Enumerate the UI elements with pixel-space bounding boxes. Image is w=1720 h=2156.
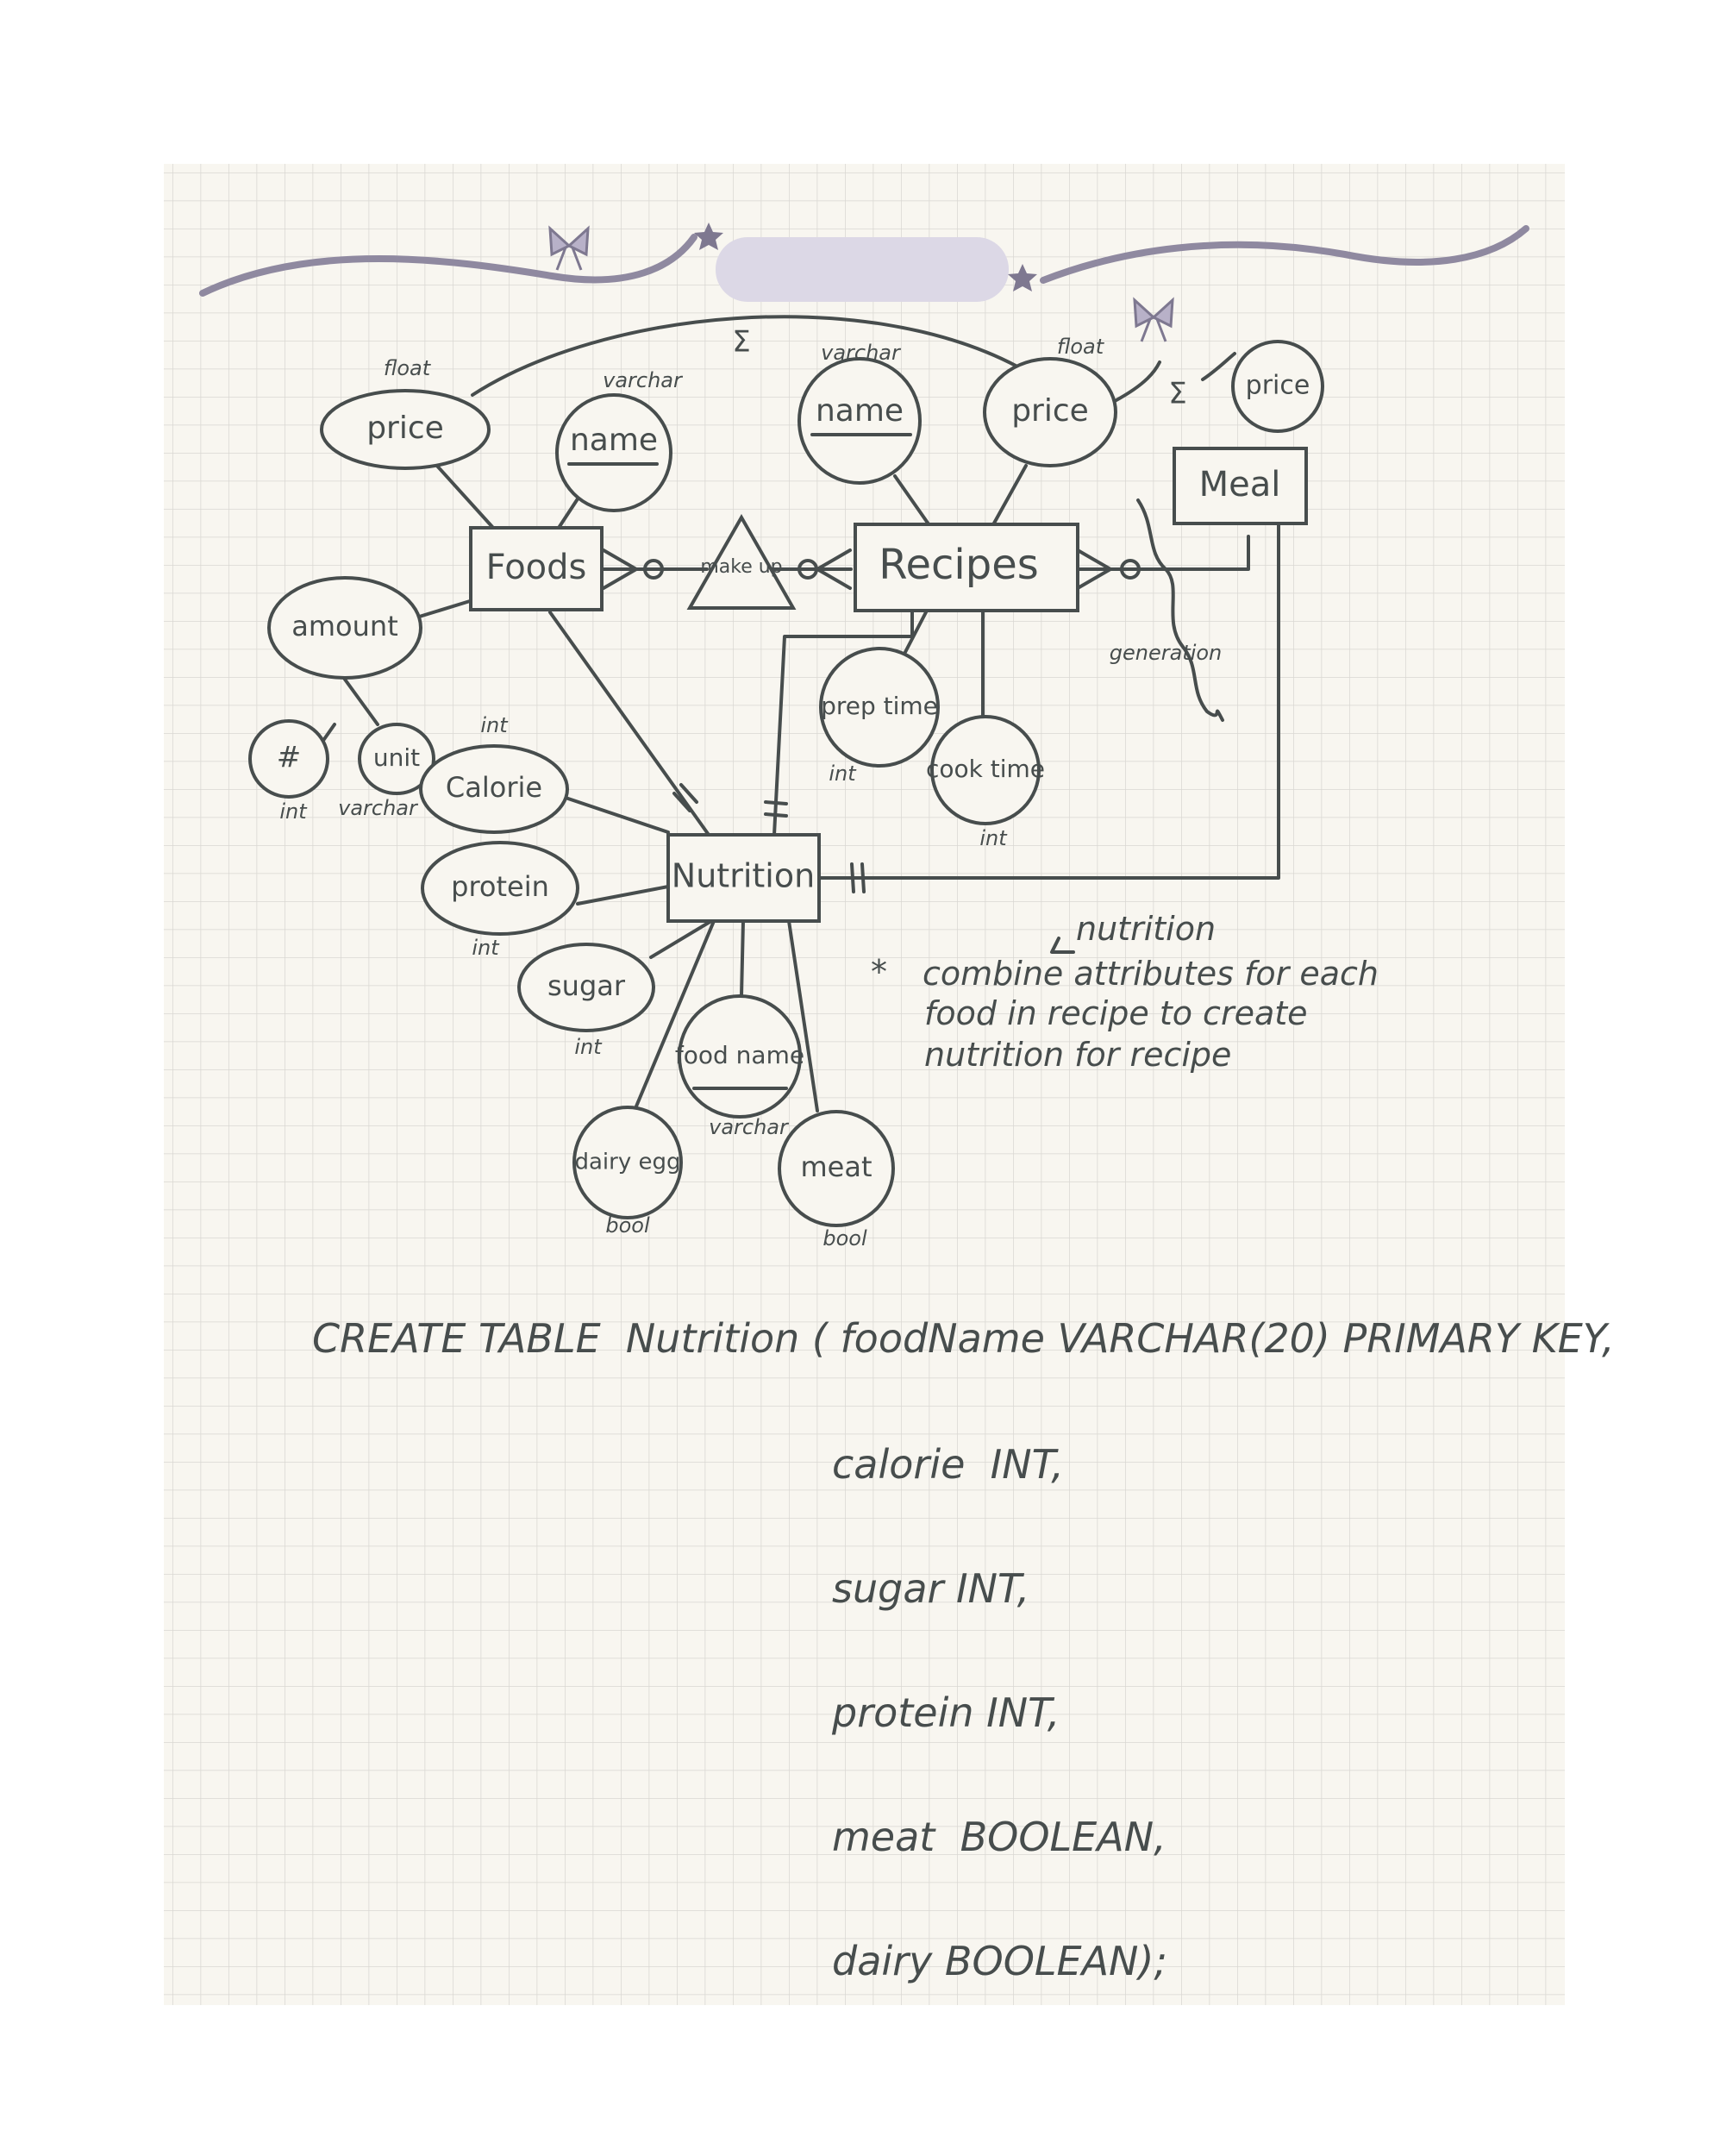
attribute-foods-name: name xyxy=(555,393,672,512)
header-decoration xyxy=(199,222,1529,342)
attribute-meat: meat xyxy=(778,1110,895,1227)
sigma-symbol: Σ xyxy=(732,325,750,360)
sql-column: meat BOOLEAN, xyxy=(832,1814,1166,1860)
entity-nutrition[interactable]: Nutrition xyxy=(666,833,821,923)
type-label: int xyxy=(279,799,308,824)
sql-column: protein INT, xyxy=(832,1689,1060,1736)
note-line: nutrition for recipe xyxy=(924,1036,1231,1074)
entity-meal[interactable]: Meal xyxy=(1173,447,1308,525)
attribute-food-name: food name xyxy=(675,994,804,1119)
attribute-sugar: sugar xyxy=(517,943,655,1032)
entity-foods[interactable]: Foods xyxy=(469,526,604,611)
attribute-dairy-egg: dairy egg xyxy=(572,1106,683,1219)
type-label: int xyxy=(472,936,500,960)
type-label: varchar xyxy=(603,368,684,392)
type-label: varchar xyxy=(338,796,419,820)
sql-column: calorie INT, xyxy=(832,1441,1064,1488)
attribute-recipes-price: price xyxy=(983,357,1117,467)
svg-text:Nutrition: Nutrition xyxy=(672,857,815,895)
attribute-protein: protein xyxy=(421,841,579,936)
bow-icon xyxy=(548,225,590,271)
generation-label: generation xyxy=(1110,641,1223,665)
svg-text:prep time: prep time xyxy=(821,692,938,720)
generation-divider xyxy=(1136,498,1224,722)
attribute-prep-time: prep time xyxy=(819,647,940,768)
svg-text:#: # xyxy=(277,741,302,775)
attribute-cook-time: cook time xyxy=(926,715,1045,825)
svg-text:Foods: Foods xyxy=(486,548,587,587)
attribute-amount-number: # xyxy=(248,719,329,799)
cardinality-marks xyxy=(602,548,1141,893)
svg-text:Meal: Meal xyxy=(1199,465,1281,505)
svg-text:Calorie: Calorie xyxy=(446,771,542,804)
attribute-amount-unit: unit xyxy=(358,723,435,795)
sigma-symbol: Σ xyxy=(1168,377,1186,411)
sql-column: sugar INT, xyxy=(832,1565,1030,1612)
type-annotations: float varchar varchar float int int varc… xyxy=(279,335,1104,1250)
attribute-calorie: Calorie xyxy=(419,744,569,834)
svg-text:name: name xyxy=(570,423,658,458)
svg-text:sugar: sugar xyxy=(547,969,626,1002)
svg-text:amount: amount xyxy=(291,610,397,642)
sql-column-list: calorie INT, sugar INT, protein INT, mea… xyxy=(832,1361,1167,2023)
svg-text:dairy egg: dairy egg xyxy=(574,1150,680,1175)
type-label: int xyxy=(979,826,1008,850)
svg-text:protein: protein xyxy=(451,870,549,903)
attribute-recipes-name: name xyxy=(797,357,922,485)
sql-column: dairy BOOLEAN); xyxy=(832,1938,1167,1984)
svg-text:price: price xyxy=(366,411,444,446)
type-label: bool xyxy=(822,1226,867,1250)
nutrition-note: * nutrition combine attributes for each … xyxy=(871,910,1379,1074)
attribute-meal-price: price xyxy=(1231,340,1324,433)
attribute-foods-price: price xyxy=(320,389,491,470)
type-label: int xyxy=(829,761,857,786)
star-icon xyxy=(694,222,723,250)
type-label: varchar xyxy=(821,341,902,365)
svg-text:meat: meat xyxy=(800,1150,872,1183)
relationship-make-up[interactable]: make up xyxy=(686,513,797,610)
svg-text:unit: unit xyxy=(373,743,420,772)
star-icon xyxy=(1008,264,1037,291)
type-label: varchar xyxy=(709,1115,790,1139)
sql-create-statement: CREATE TABLE Nutrition ( foodName VARCHA… xyxy=(312,1315,1615,1362)
note-inserted-word: nutrition xyxy=(1076,910,1216,948)
note-line: food in recipe to create xyxy=(924,994,1308,1032)
bow-icon xyxy=(1133,297,1174,342)
type-label: float xyxy=(384,356,432,380)
type-label: float xyxy=(1057,335,1105,359)
connectors xyxy=(309,315,1280,1114)
svg-text:Recipes: Recipes xyxy=(879,541,1038,589)
svg-text:food name: food name xyxy=(675,1041,804,1069)
svg-text:price: price xyxy=(1246,371,1310,401)
type-label: int xyxy=(480,713,509,737)
type-label: bool xyxy=(605,1213,650,1238)
svg-text:price: price xyxy=(1011,393,1089,429)
note-line: combine attributes for each xyxy=(923,955,1379,993)
svg-text:cook time: cook time xyxy=(926,755,1045,783)
type-label: int xyxy=(574,1035,603,1059)
svg-text:make up: make up xyxy=(700,556,782,578)
attribute-amount: amount xyxy=(267,576,422,680)
title-placeholder-pill xyxy=(716,237,1009,302)
svg-text:name: name xyxy=(816,393,904,429)
entity-recipes[interactable]: Recipes xyxy=(854,523,1079,612)
note-marker: * xyxy=(871,953,887,991)
